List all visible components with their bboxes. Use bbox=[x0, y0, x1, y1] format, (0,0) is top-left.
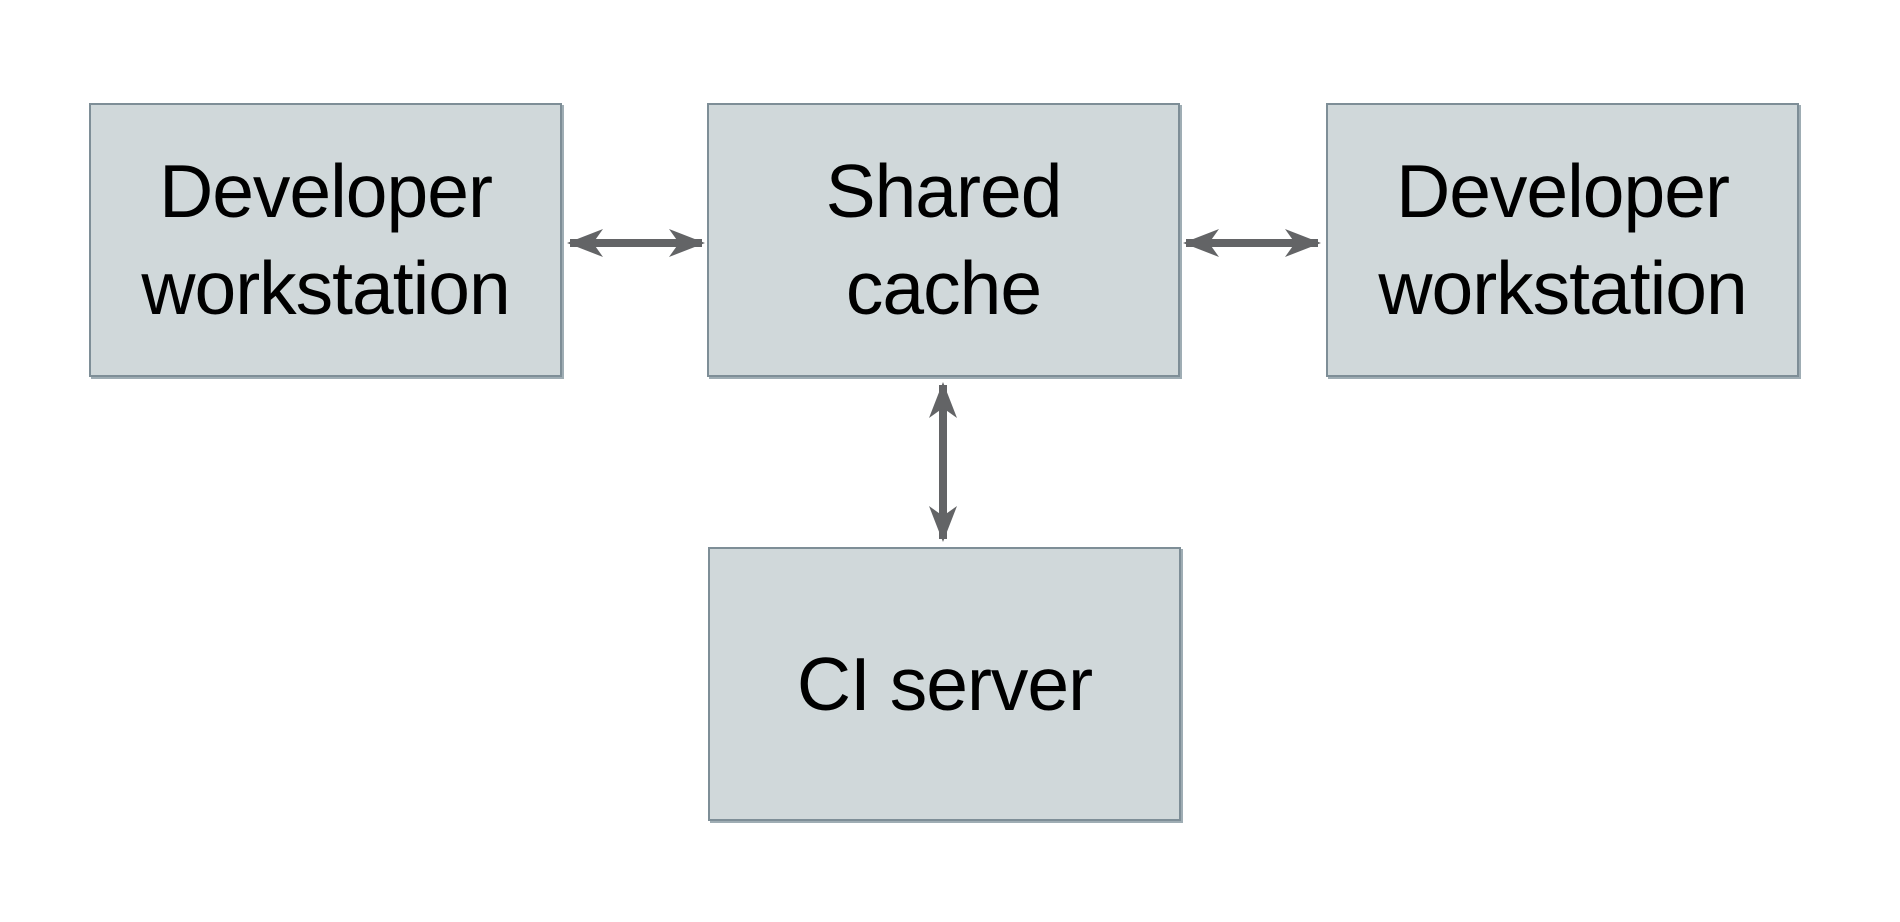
node-label-line: Shared bbox=[825, 149, 1063, 233]
node-label-line: Developer bbox=[1396, 149, 1730, 233]
node-label-line: Developer bbox=[159, 149, 493, 233]
node-developer-workstation-left: Developer workstation bbox=[89, 103, 562, 377]
node-label-line: workstation bbox=[1378, 246, 1747, 330]
node-label-line: cache bbox=[845, 246, 1042, 330]
node-label-line: CI server bbox=[796, 641, 1093, 726]
node-label-line: workstation bbox=[141, 246, 510, 330]
node-ci-server: CI server bbox=[708, 547, 1181, 821]
node-developer-workstation-right: Developer workstation bbox=[1326, 103, 1799, 377]
node-shared-cache: Shared cache bbox=[707, 103, 1180, 377]
